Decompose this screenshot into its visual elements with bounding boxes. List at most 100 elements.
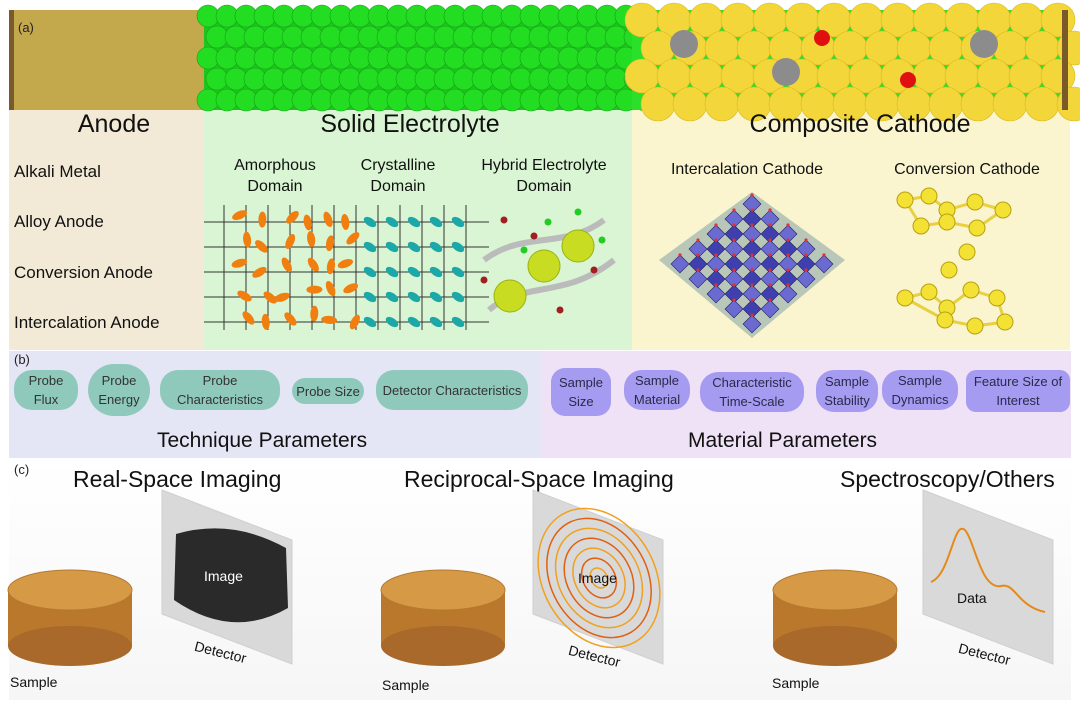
cation-dot [544, 218, 552, 226]
anion-dot [500, 216, 508, 224]
amorphous-ion [307, 231, 316, 247]
electrolyte-particle [215, 4, 239, 28]
oxygen-atom [732, 268, 736, 272]
crystalline-ion [429, 291, 443, 303]
crystalline-ion [407, 291, 421, 303]
sulfur-atom [968, 219, 986, 237]
gray-particle [670, 30, 698, 58]
amorphous-ion [337, 259, 354, 269]
real-space-image [174, 528, 288, 623]
sulfur-atom [912, 217, 930, 235]
reciprocal-space-imaging-title: Reciprocal-Space Imaging [404, 466, 674, 492]
sulfur-atom [920, 283, 938, 301]
oxygen-atom [714, 268, 718, 272]
sulfur-atom [938, 213, 956, 231]
oxygen-atom [696, 253, 700, 257]
real-space-setup [7, 489, 293, 666]
octahedron [688, 269, 708, 289]
amorphous-ion [274, 292, 290, 302]
crystalline-ion [407, 216, 421, 228]
oxygen-atom [714, 283, 718, 287]
octahedron [742, 314, 762, 334]
anode-metal-block [9, 10, 204, 110]
octahedron [706, 284, 726, 304]
amorphous-ion [325, 235, 335, 252]
crystalline-ion [385, 266, 399, 278]
octahedron [670, 254, 690, 274]
amorphous-ion [261, 313, 270, 330]
crystalline-ion [451, 241, 465, 253]
oxygen-atom [732, 298, 736, 302]
sample-bottom [381, 626, 505, 666]
red-particle [900, 72, 916, 88]
oxygen-atom [822, 253, 826, 257]
anode-edge [9, 10, 14, 110]
sulfur-atom [988, 289, 1006, 307]
hybrid-filler-particle [493, 279, 527, 313]
oxygen-atom [786, 253, 790, 257]
crystalline-ion [407, 316, 421, 328]
anode-item-intercalation: Intercalation Anode [14, 313, 160, 332]
amorphous-ion [285, 233, 296, 249]
spectroscopy-others-title: Spectroscopy/Others [840, 466, 1055, 492]
electrolyte-particle [196, 46, 220, 70]
reciprocal-detector-text: Image [578, 570, 617, 586]
diffraction-ring [563, 537, 635, 619]
amorphous-ion [321, 315, 338, 324]
intercalation-cathode-crystal [659, 192, 845, 338]
amorphous-ion [310, 305, 319, 322]
crystalline-ion [385, 241, 399, 253]
pill-probe-size: Probe Size [292, 378, 364, 404]
oxygen-atom [768, 283, 772, 287]
sulfur-atom [996, 313, 1014, 331]
amorphous-ion [303, 214, 312, 231]
oxygen-atom [768, 298, 772, 302]
oxygen-atom [750, 283, 754, 287]
sulfur-atom [940, 261, 958, 279]
domain-crystalline: Crystalline Domain [360, 157, 436, 195]
sulfur-atom [966, 317, 984, 335]
octahedron [796, 269, 816, 289]
detector-plane [922, 489, 1054, 665]
anode-item-alloy: Alloy Anode [14, 212, 104, 231]
crystalline-ion [451, 216, 465, 228]
crystalline-ion [363, 266, 377, 278]
red-particle [814, 30, 830, 46]
diffraction-ring [537, 507, 661, 649]
oxygen-atom [768, 238, 772, 242]
anode-title: Anode [77, 110, 151, 138]
pill-feature-size-of-interest: Feature Size of Interest [966, 370, 1070, 412]
pill-sample-stability: Sample Stability [816, 370, 878, 412]
amorphous-ion [252, 266, 267, 278]
crystalline-ion [385, 316, 399, 328]
oxygen-atom [750, 298, 754, 302]
amorphous-ion [242, 311, 255, 325]
reciprocal-space-setup [380, 489, 664, 666]
electrolyte-particle [205, 25, 229, 49]
gray-particle [970, 30, 998, 58]
anion-dot [530, 232, 538, 240]
cathode-particle [640, 86, 676, 122]
amorphous-ion [281, 257, 292, 273]
oxygen-atom [804, 268, 808, 272]
anion-dot [480, 276, 488, 284]
electrolyte-particle [215, 88, 239, 112]
anion-dot [556, 306, 564, 314]
oxygen-atom [768, 223, 772, 227]
oxygen-atom [768, 208, 772, 212]
spectroscopy-setup [772, 489, 1054, 666]
crystalline-ion [429, 241, 443, 253]
amorphous-ion [325, 280, 336, 297]
real-space-imaging-title: Real-Space Imaging [73, 466, 282, 492]
crystalline-ion [451, 291, 465, 303]
oxygen-atom [750, 313, 754, 317]
amorphous-ion [341, 214, 350, 230]
amorphous-ion [237, 290, 252, 302]
octahedron [724, 299, 744, 319]
crystalline-ion [363, 291, 377, 303]
sample-bottom [773, 626, 897, 666]
oxygen-atom [732, 208, 736, 212]
oxygen-atom [732, 223, 736, 227]
oxygen-atom [750, 238, 754, 242]
amorphous-ion [326, 258, 336, 275]
